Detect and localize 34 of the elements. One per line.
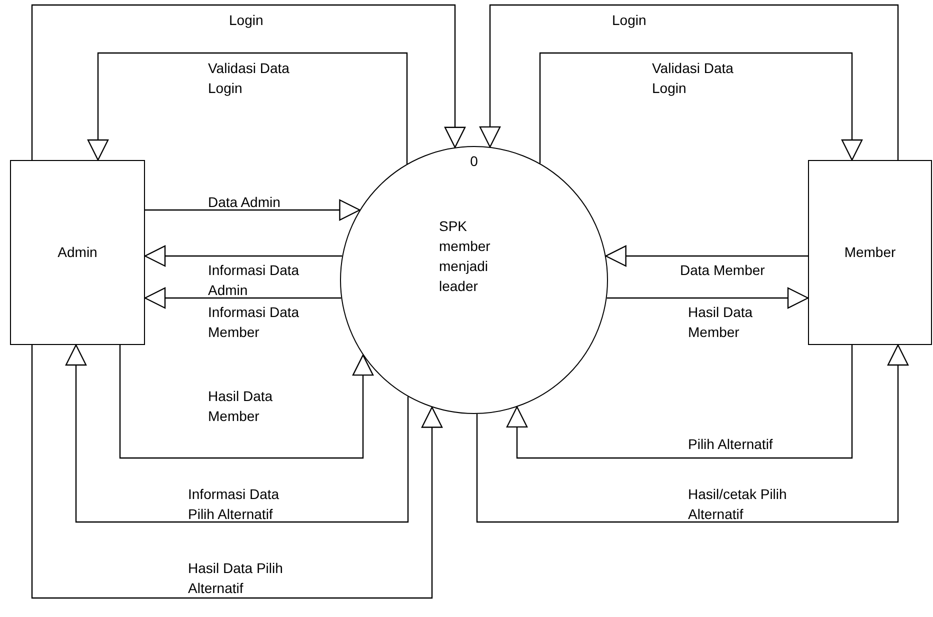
- node-label: Admin: [58, 243, 98, 262]
- edge-label: Hasil/cetak Pilih Alternatif: [688, 485, 788, 524]
- arrow: [87, 52, 408, 164]
- edge-label: Validasi Data Login: [652, 59, 734, 98]
- arrow: [119, 345, 374, 459]
- arrow: [31, 345, 443, 599]
- edge-label: Pilih Alternatif: [688, 435, 774, 454]
- edge-label: Data Member: [680, 261, 766, 280]
- entity-box: [10, 160, 145, 345]
- arrow: [476, 344, 909, 523]
- edge-label: Informasi Data Admin: [208, 261, 300, 300]
- arrow: [605, 245, 808, 267]
- edge-label: Hasil Data Pilih Alternatif: [188, 559, 284, 598]
- edge-label: Informasi Data Pilih Alternatif: [188, 485, 280, 524]
- arrow: [145, 199, 360, 221]
- arrow: [506, 345, 853, 459]
- arrow: [144, 287, 342, 309]
- edge-label: Informasi Data Member: [208, 303, 300, 342]
- arrow: [479, 4, 899, 160]
- arrow: [31, 4, 466, 160]
- entity-box: [808, 160, 932, 345]
- arrow: [65, 344, 409, 523]
- process-number: 0: [470, 152, 478, 171]
- node-label: SPK member menjadi leader: [439, 217, 492, 296]
- edge-label: Login: [229, 11, 264, 30]
- edge-label: Hasil Data Member: [688, 303, 754, 342]
- edge-label: Data Admin: [208, 193, 282, 212]
- arrow: [606, 287, 809, 309]
- arrow: [144, 245, 342, 267]
- edge-label: Login: [612, 11, 648, 30]
- edge-label: Hasil Data Member: [208, 387, 274, 426]
- edge-label: Validasi Data Login: [208, 59, 290, 98]
- node-label: Member: [844, 243, 896, 262]
- arrow: [539, 52, 863, 164]
